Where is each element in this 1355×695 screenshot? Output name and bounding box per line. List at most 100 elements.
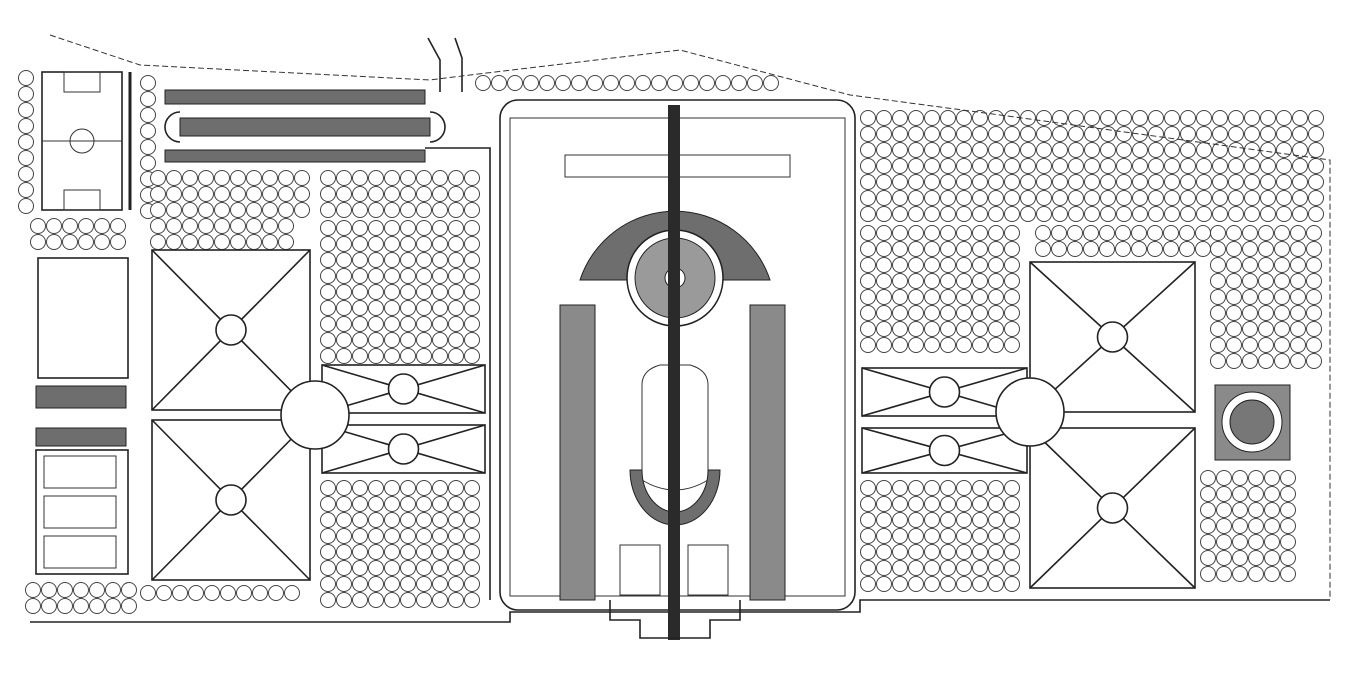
tree	[384, 348, 400, 364]
tree	[1052, 142, 1068, 158]
tree	[368, 170, 384, 186]
tree	[475, 75, 491, 91]
tree	[860, 273, 876, 289]
tree	[940, 544, 956, 560]
tree	[587, 75, 603, 91]
tree	[352, 252, 368, 268]
tree	[166, 218, 182, 234]
tree	[78, 218, 94, 234]
tree	[1276, 126, 1292, 142]
tree	[876, 528, 892, 544]
parterre	[861, 427, 1028, 474]
tree	[1290, 289, 1306, 305]
tree	[464, 284, 480, 300]
tree	[908, 528, 924, 544]
tree	[121, 582, 137, 598]
tree	[278, 234, 294, 250]
tree	[416, 544, 432, 560]
parterre	[151, 249, 311, 411]
tree	[384, 300, 400, 316]
tree	[368, 560, 384, 576]
tree	[892, 206, 908, 222]
tree	[908, 257, 924, 273]
tree	[940, 321, 956, 337]
tree	[400, 480, 416, 496]
tree	[320, 528, 336, 544]
tree	[988, 110, 1004, 126]
tree	[1242, 289, 1258, 305]
tree	[448, 560, 464, 576]
tree	[1244, 190, 1260, 206]
tree	[1260, 142, 1276, 158]
tree	[464, 202, 480, 218]
tree	[182, 202, 198, 218]
tree	[1308, 126, 1324, 142]
long-pools	[164, 89, 491, 600]
tree	[18, 70, 34, 86]
tree	[1116, 142, 1132, 158]
tree	[320, 592, 336, 608]
tree	[352, 544, 368, 560]
tree	[320, 496, 336, 512]
tree	[464, 186, 480, 202]
tree	[140, 123, 156, 139]
tree	[464, 576, 480, 592]
tree	[956, 158, 972, 174]
tree	[400, 236, 416, 252]
tree	[18, 150, 34, 166]
tree	[1115, 241, 1131, 257]
tree	[860, 305, 876, 321]
tree	[940, 512, 956, 528]
tree	[892, 142, 908, 158]
tree	[1200, 550, 1216, 566]
tree	[464, 236, 480, 252]
tree	[876, 190, 892, 206]
tree	[320, 332, 336, 348]
tree	[1036, 190, 1052, 206]
tree	[956, 126, 972, 142]
tree	[278, 218, 294, 234]
tree	[1115, 225, 1131, 241]
tree	[1264, 486, 1280, 502]
tree	[1308, 190, 1324, 206]
tree	[876, 512, 892, 528]
tree	[1216, 534, 1232, 550]
tree	[416, 560, 432, 576]
tree	[384, 236, 400, 252]
tree	[876, 206, 892, 222]
tree	[320, 252, 336, 268]
tree	[448, 528, 464, 544]
tree	[1244, 126, 1260, 142]
tree	[1242, 241, 1258, 257]
tree	[956, 480, 972, 496]
tree	[876, 321, 892, 337]
tree	[667, 75, 683, 91]
tree	[41, 582, 57, 598]
tree	[150, 186, 166, 202]
tree	[352, 300, 368, 316]
tree	[988, 480, 1004, 496]
tree	[368, 300, 384, 316]
tree	[448, 316, 464, 332]
tree	[892, 496, 908, 512]
tree	[1274, 337, 1290, 353]
tree	[876, 337, 892, 353]
tree	[278, 170, 294, 186]
tree	[352, 202, 368, 218]
tree	[1258, 337, 1274, 353]
tree	[1180, 206, 1196, 222]
tree	[1210, 305, 1226, 321]
tree	[336, 236, 352, 252]
tree	[988, 321, 1004, 337]
tree	[956, 321, 972, 337]
tree	[1116, 158, 1132, 174]
tree	[1004, 289, 1020, 305]
tree	[876, 560, 892, 576]
tree	[1195, 241, 1211, 257]
tree	[1180, 190, 1196, 206]
tree	[400, 512, 416, 528]
tree	[1210, 241, 1226, 257]
tree	[908, 560, 924, 576]
tree	[262, 234, 278, 250]
tree	[62, 234, 78, 250]
